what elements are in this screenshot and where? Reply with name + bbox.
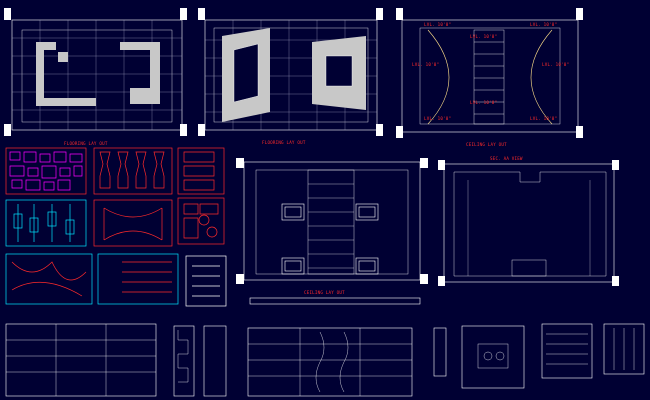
- ceiling-plan-top: [396, 8, 583, 138]
- flooring-plan: [198, 8, 383, 136]
- bottom-elevations: [5, 323, 645, 397]
- ceiling-plan-center: [236, 158, 428, 305]
- svg-text:LVL. 10'0": LVL. 10'0": [542, 62, 569, 67]
- ceiling-layout-top-label: CEILING LAY OUT: [466, 142, 507, 147]
- svg-text:LVL. 10'0": LVL. 10'0": [470, 34, 497, 39]
- section-aa-view: [438, 160, 619, 286]
- svg-text:LVL. 10'0": LVL. 10'0": [470, 100, 497, 105]
- ceiling-level-tags: LVL. 10'0" LVL. 10'0" LVL. 10'0" LVL. 10…: [412, 22, 569, 121]
- floor-plan-left: [4, 8, 187, 136]
- section-view-label: SEC. AA VIEW: [490, 156, 523, 161]
- pattern-detail-panels: [5, 147, 227, 307]
- svg-text:LVL. 10'0": LVL. 10'0": [424, 116, 451, 121]
- svg-text:LVL. 10'0": LVL. 10'0": [530, 22, 557, 27]
- svg-text:LVL. 10'0": LVL. 10'0": [424, 22, 451, 27]
- svg-text:LVL. 10'0": LVL. 10'0": [412, 62, 439, 67]
- svg-text:LVL. 10'0": LVL. 10'0": [530, 116, 557, 121]
- pattern-layout-label: FLOORING LAY OUT: [64, 141, 108, 146]
- ceiling-layout-center-label: CEILING LAY OUT: [304, 290, 345, 295]
- flooring-layout-label: FLOORING LAY OUT: [262, 140, 306, 145]
